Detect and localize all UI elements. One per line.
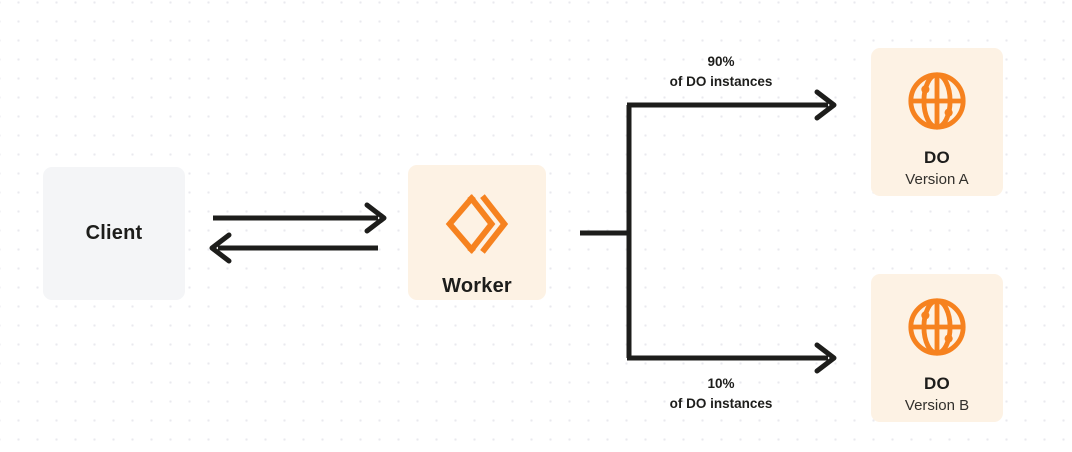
annotation-branch-bottom-description: of DO instances xyxy=(669,395,773,411)
arrowhead-left-icon xyxy=(209,232,232,264)
annotation-branch-top-description: of DO instances xyxy=(669,73,773,89)
arrowhead-right-icon xyxy=(814,89,837,121)
node-client[interactable]: Client xyxy=(43,167,185,300)
do-b-subtitle: Version B xyxy=(904,397,970,414)
do-a-title: DO xyxy=(923,148,951,167)
globe-icon xyxy=(906,70,968,132)
connector-worker-to-client xyxy=(209,232,378,264)
annotation-branch-bottom: 10% of DO instances xyxy=(628,374,814,414)
worker-label: Worker xyxy=(442,275,512,297)
arrowhead-right-icon xyxy=(814,342,837,374)
do-a-subtitle: Version A xyxy=(905,171,969,188)
connector-worker-to-do-a xyxy=(627,89,837,121)
node-worker[interactable]: Worker xyxy=(408,165,546,300)
arrowhead-right-icon xyxy=(364,202,387,234)
connector-worker-to-do-b xyxy=(627,342,837,374)
client-label: Client xyxy=(85,222,143,244)
annotation-branch-top: 90% of DO instances xyxy=(628,52,814,92)
globe-icon xyxy=(906,296,968,358)
connector-client-to-worker xyxy=(213,202,387,234)
annotation-branch-bottom-percent: 10% xyxy=(707,376,735,391)
node-do-version-a[interactable]: DO Version A xyxy=(871,48,1003,196)
do-b-title: DO xyxy=(923,374,951,393)
node-do-version-b[interactable]: DO Version B xyxy=(871,274,1003,422)
cloudflare-workers-logo-icon xyxy=(444,193,510,255)
connector-branch-trunk xyxy=(580,105,632,358)
annotation-branch-top-percent: 90% xyxy=(707,54,735,69)
